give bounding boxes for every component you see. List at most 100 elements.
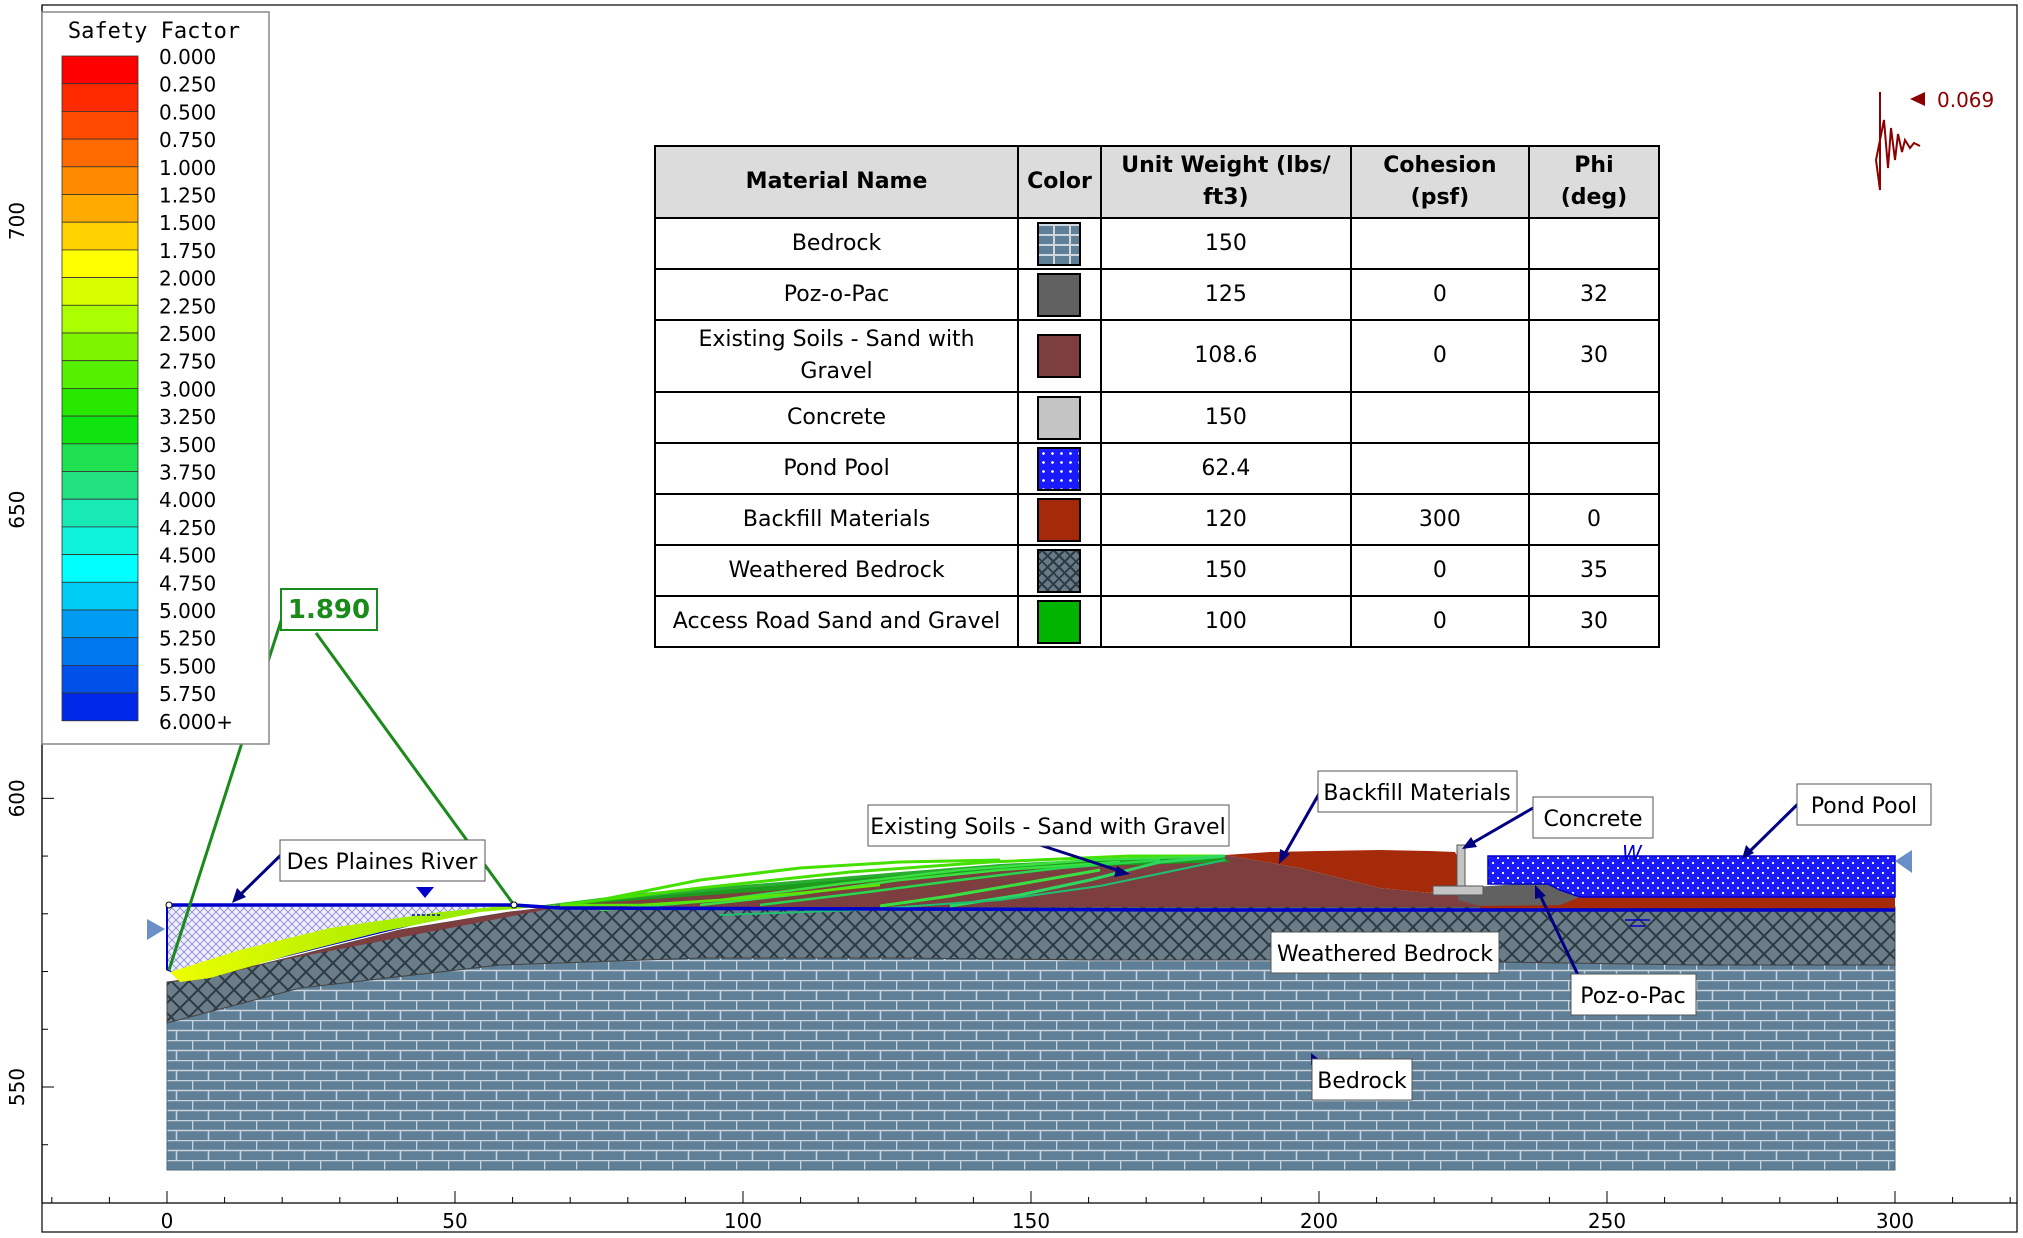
material-phi: 30 bbox=[1527, 595, 1661, 648]
y-tick-label: 600 bbox=[5, 779, 29, 817]
callout-weathered-bedrock: Weathered Bedrock bbox=[1270, 931, 1500, 974]
material-phi bbox=[1527, 442, 1661, 495]
material-unit-weight: 150 bbox=[1099, 217, 1352, 270]
x-tick-label: 300 bbox=[1876, 1209, 1914, 1233]
legend-swatch bbox=[61, 249, 139, 278]
legend-title: Safety Factor bbox=[68, 19, 240, 44]
label-des-plaines-river: Des Plaines River bbox=[287, 850, 479, 875]
slip-surfaces bbox=[170, 854, 1226, 982]
material-unit-weight: 62.4 bbox=[1099, 442, 1352, 495]
legend-level-label: 5.000 bbox=[159, 599, 216, 623]
legend-level-label: 2.000 bbox=[159, 267, 216, 291]
backfill-region bbox=[1225, 850, 1458, 893]
legend-level-label: 2.250 bbox=[159, 294, 216, 318]
legend-level-label: 4.000 bbox=[159, 488, 216, 512]
legend-level-label: 3.250 bbox=[159, 405, 216, 429]
header-cohesion: Cohesion (psf) bbox=[1349, 145, 1530, 219]
legend-swatch bbox=[61, 609, 139, 639]
legend-swatch bbox=[61, 111, 139, 140]
legend-swatch bbox=[61, 665, 139, 694]
table-row: Access Road Sand and Gravel 100 0 30 bbox=[653, 595, 1661, 648]
safety-factor-legend: Safety Factor 0.0000.2500.5000.7501.0001… bbox=[41, 11, 270, 745]
water-marker-label-pond: W bbox=[1622, 841, 1643, 865]
material-cohesion: 300 bbox=[1349, 493, 1530, 546]
legend-level-label: 4.750 bbox=[159, 571, 216, 595]
backfill-liner bbox=[1480, 897, 1895, 910]
water-table-line bbox=[167, 903, 1895, 912]
legend-swatch bbox=[61, 166, 139, 195]
legend-level-label: 1.000 bbox=[159, 156, 216, 180]
legend-swatch bbox=[61, 498, 139, 528]
legend-swatch bbox=[61, 194, 139, 223]
table-row: Concrete 150 bbox=[653, 391, 1661, 444]
slip-line bbox=[559, 854, 1225, 907]
material-phi: 35 bbox=[1527, 544, 1661, 597]
material-cohesion: 0 bbox=[1349, 319, 1530, 393]
label-poz-o-pac: Poz-o-Pac bbox=[1580, 984, 1686, 1009]
left-boundary-marker bbox=[147, 919, 165, 940]
material-name: Bedrock bbox=[653, 217, 1020, 270]
material-unit-weight: 100 bbox=[1099, 595, 1352, 648]
seismic-arrow-icon bbox=[1910, 92, 1925, 106]
x-tick-label: 200 bbox=[1300, 1209, 1338, 1233]
legend-level-label: 0.250 bbox=[159, 73, 216, 97]
slip-line bbox=[719, 859, 1226, 916]
poz-o-pac-region bbox=[1458, 884, 1580, 906]
material-name: Weathered Bedrock bbox=[653, 544, 1020, 597]
legend-swatch bbox=[61, 554, 139, 583]
table-row: Pond Pool 62.4 bbox=[653, 442, 1661, 495]
material-color-cell bbox=[1017, 595, 1102, 648]
material-color-cell bbox=[1017, 544, 1102, 597]
slip-line bbox=[759, 858, 1161, 907]
legend-swatch bbox=[61, 360, 139, 389]
legend-swatch bbox=[61, 387, 139, 417]
callout-bedrock: Bedrock bbox=[1311, 1053, 1413, 1101]
legend-level-label: 1.750 bbox=[159, 239, 216, 263]
pond-pool-region bbox=[1487, 855, 1896, 898]
y-tick-label: 550 bbox=[5, 1068, 29, 1106]
callout-backfill: Backfill Materials bbox=[1279, 770, 1518, 864]
legend-swatch bbox=[61, 55, 139, 85]
material-color-cell bbox=[1017, 391, 1102, 444]
header-color: Color bbox=[1017, 145, 1102, 219]
right-boundary-marker bbox=[1895, 850, 1912, 873]
legend-level-label: 1.500 bbox=[159, 211, 216, 235]
legend-swatch bbox=[61, 277, 139, 306]
material-name: Pond Pool bbox=[653, 442, 1020, 495]
slip-line bbox=[599, 858, 1001, 902]
slip-line bbox=[560, 883, 881, 907]
table-row: Existing Soils - Sand with Gravel 108.6 … bbox=[653, 319, 1661, 393]
slip-line bbox=[879, 868, 1101, 908]
legend-level-label: 3.000 bbox=[159, 377, 216, 401]
label-backfill: Backfill Materials bbox=[1323, 781, 1510, 806]
legend-swatch bbox=[61, 526, 139, 556]
x-tick-label: 250 bbox=[1588, 1209, 1626, 1233]
legend-level-label: 1.250 bbox=[159, 184, 216, 208]
callout-concrete: Concrete bbox=[1462, 796, 1654, 849]
slip-line bbox=[949, 854, 1226, 908]
table-row: Bedrock 150 bbox=[653, 217, 1661, 270]
material-color-cell bbox=[1017, 217, 1102, 270]
legend-level-label: 0.500 bbox=[159, 100, 216, 124]
material-color-cell bbox=[1017, 268, 1102, 321]
material-cohesion: 0 bbox=[1349, 544, 1530, 597]
material-unit-weight: 108.6 bbox=[1099, 319, 1352, 393]
legend-level-label: 4.250 bbox=[159, 516, 216, 540]
callouts: Des Plaines River Existing Soils - Sand … bbox=[232, 770, 1932, 1101]
material-name: Poz-o-Pac bbox=[653, 268, 1020, 321]
x-tick-label: 0 bbox=[161, 1209, 174, 1233]
material-swatch bbox=[1037, 599, 1082, 644]
legend-level-label: 0.000 bbox=[159, 45, 216, 69]
x-tick-label: 100 bbox=[724, 1209, 762, 1233]
seismic-icon bbox=[1874, 92, 1921, 191]
material-cohesion: 0 bbox=[1349, 268, 1530, 321]
slip-line bbox=[699, 860, 1121, 907]
y-tick-label: 700 bbox=[5, 202, 29, 240]
slip-entry-point bbox=[510, 901, 518, 909]
label-pond-pool: Pond Pool bbox=[1811, 794, 1917, 819]
material-phi bbox=[1527, 217, 1661, 270]
material-phi bbox=[1527, 391, 1661, 444]
x-tick-label: 150 bbox=[1012, 1209, 1050, 1233]
